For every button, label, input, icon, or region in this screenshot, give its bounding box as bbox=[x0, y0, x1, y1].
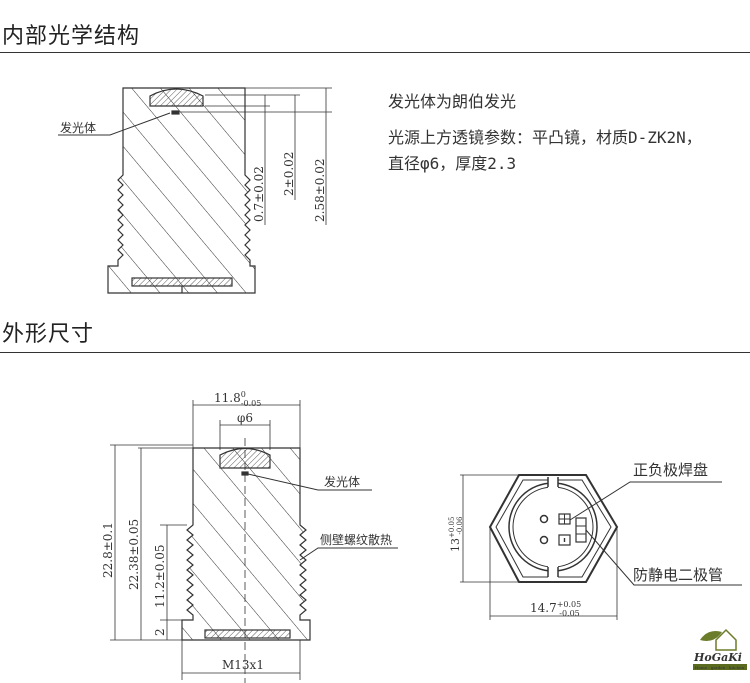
height-body-dim: 22.38±0.05 bbox=[127, 519, 141, 590]
emitter bbox=[171, 110, 180, 115]
note-lens-params: 光源上方透镜参数：平凸镜，材质D-ZK2N， bbox=[388, 128, 702, 147]
lens-diameter-dim: φ6 bbox=[237, 411, 253, 425]
width-dim: 11.80-0.05 bbox=[214, 390, 261, 408]
note-lens-size: 直径φ6，厚度2.3 bbox=[388, 154, 517, 173]
thread-heat-label: 侧壁螺纹散热 bbox=[320, 532, 392, 547]
svg-text:HoGaKi: HoGaKi bbox=[693, 651, 742, 664]
pcb bbox=[204, 629, 291, 639]
thread-length-dim: 11.2±0.05 bbox=[153, 545, 167, 609]
dim-2: 2±0.02 bbox=[282, 152, 296, 196]
dim-0-7: 0.7±0.02 bbox=[252, 166, 266, 222]
svg-text:Home · garden · kitchen: Home · garden · kitchen bbox=[695, 665, 745, 670]
diode-label: 防静电二极管 bbox=[633, 566, 723, 584]
pad-label: 正负极焊盘 bbox=[633, 461, 708, 479]
thread-spec: M13x1 bbox=[222, 658, 264, 672]
section-title-dimensions: 外形尺寸 bbox=[2, 322, 95, 347]
emitter-label: 发光体 bbox=[60, 120, 96, 135]
dim-2-58: 2.58±0.02 bbox=[313, 159, 327, 223]
section-divider bbox=[0, 352, 750, 353]
flange-height-dim: 2 bbox=[153, 628, 167, 636]
internal-section-view bbox=[58, 87, 332, 294]
section-divider bbox=[0, 52, 750, 53]
height-total-dim: 22.8±0.1 bbox=[101, 522, 115, 578]
side-view bbox=[110, 400, 398, 683]
lens bbox=[219, 447, 271, 469]
emitter-label: 发光体 bbox=[324, 474, 360, 489]
note-emitter: 发光体为朗伯发光 bbox=[388, 92, 517, 111]
hogaki-logo: HoGaKi Home · garden · kitchen bbox=[693, 628, 747, 670]
bottom-view bbox=[460, 474, 742, 620]
pcb bbox=[131, 277, 233, 287]
negative-pad bbox=[558, 534, 571, 546]
bottom-width-dim: 14.7+0.05-0.05 bbox=[530, 600, 581, 618]
lens bbox=[149, 88, 204, 107]
bottom-height-dim: 13+0.05-0.06 bbox=[448, 516, 464, 552]
section-title-internal-optics: 内部光学结构 bbox=[2, 24, 141, 49]
